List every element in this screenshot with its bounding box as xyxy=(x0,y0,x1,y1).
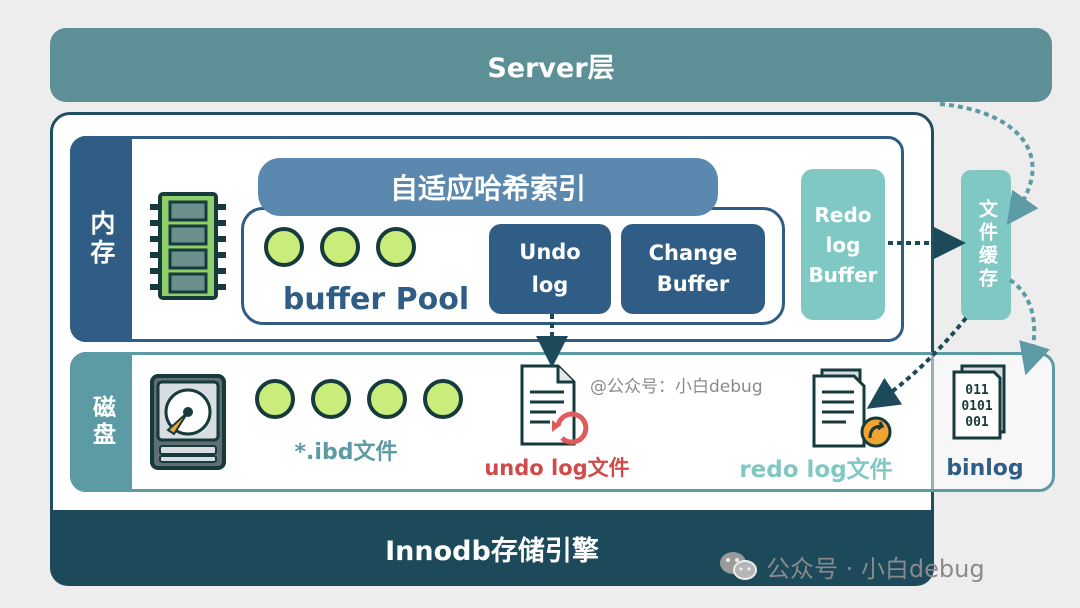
ibd-page-dot xyxy=(367,379,407,419)
file-cache-box: 文件缓存 xyxy=(961,170,1011,320)
ram-chip-icon xyxy=(150,192,226,300)
redo-document-icon xyxy=(812,368,892,448)
change-buffer-label: Change Buffer xyxy=(648,240,738,297)
binlog-icon-text: 011 xyxy=(965,383,989,398)
buffer-page-dot xyxy=(320,227,360,267)
watermark-center: @公众号：小白debug xyxy=(590,377,763,397)
watermark-corner: 公众号 · 小白debug xyxy=(718,548,1058,584)
buffer-page-dot xyxy=(264,227,304,267)
server-layer-label: Server层 xyxy=(487,52,615,84)
buffer-page-dot xyxy=(376,227,416,267)
cache-to-binlog-arrow xyxy=(1008,278,1050,376)
innodb-engine-label: Innodb存储引擎 xyxy=(385,535,599,567)
disk-label: 磁盘 xyxy=(70,352,132,492)
wechat-icon xyxy=(720,552,757,580)
server-layer: Server层 xyxy=(50,28,1052,102)
change-buffer-box: Change Buffer xyxy=(621,224,765,314)
undo-log-box: Undo log xyxy=(489,224,611,314)
binary-file-icon: 011 0101 001 xyxy=(952,364,1006,440)
ibd-page-dot xyxy=(423,379,463,419)
adaptive-hash-index-label: 自适应哈希索引 xyxy=(389,172,586,205)
cache-to-redo-file-arrow xyxy=(866,316,968,409)
memory-label: 内存 xyxy=(70,136,132,342)
svg-text:001: 001 xyxy=(965,415,989,430)
svg-text:0101: 0101 xyxy=(961,399,992,414)
watermark-corner-label: 公众号 · 小白debug xyxy=(766,554,985,583)
redo-log-file-label: redo log文件 xyxy=(739,457,893,483)
undo-log-file-label: undo log文件 xyxy=(484,456,630,480)
adaptive-hash-index: 自适应哈希索引 xyxy=(258,158,718,216)
undo-log-label: Undo log xyxy=(519,240,581,297)
innodb-engine-bar: Innodb存储引擎 xyxy=(50,510,934,586)
hard-disk-icon xyxy=(150,374,226,470)
buffer-pool-label: buffer Pool xyxy=(282,281,470,317)
server-to-cache-arrow xyxy=(939,102,1039,226)
binlog-label: binlog xyxy=(946,455,1024,481)
redo-log-buffer-label: Redo log Buffer xyxy=(808,202,878,287)
ibd-page-dot xyxy=(255,379,295,419)
ibd-file-label: *.ibd文件 xyxy=(294,440,398,465)
undo-document-icon xyxy=(520,364,589,446)
redo-log-buffer-box: Redo log Buffer xyxy=(801,169,885,320)
ibd-page-dot xyxy=(311,379,351,419)
